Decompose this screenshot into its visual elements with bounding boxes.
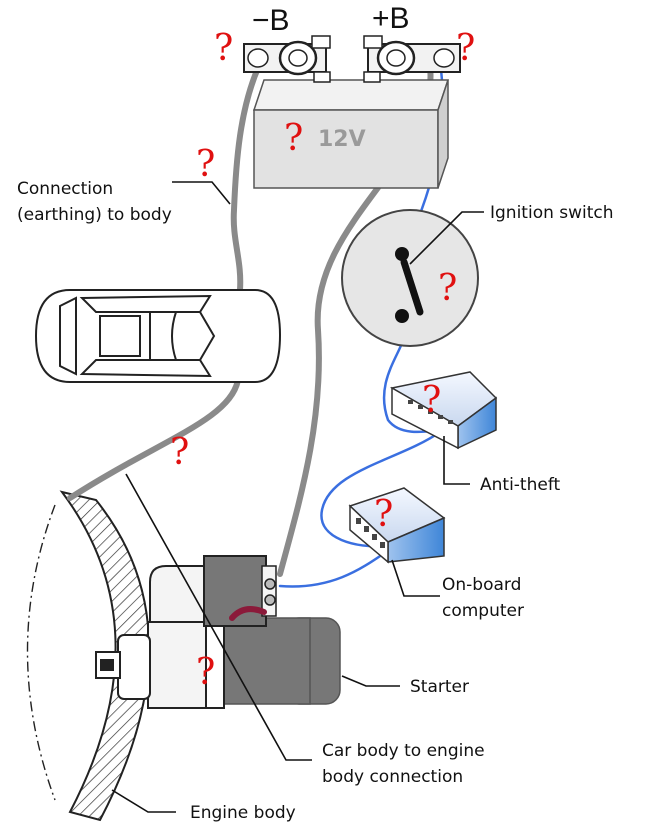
question-mark-battery: ? (284, 118, 303, 159)
leader-lines (111, 181, 484, 813)
question-mark-ignition: ? (438, 268, 457, 309)
body-to-engine-cable (67, 377, 241, 501)
engine-body (26, 490, 150, 822)
question-mark-earthing: ? (196, 144, 215, 185)
label-connection-line1: Connection (17, 179, 113, 199)
car-outline-icon (34, 289, 282, 383)
label-ignition-switch: Ignition switch (490, 203, 614, 223)
question-mark-body-cable: ? (170, 432, 189, 473)
battery-ground-cable (230, 65, 261, 293)
label-onboard-line1: On-board (442, 575, 521, 595)
question-mark-negative: ? (214, 28, 233, 69)
negative-terminal-clamp (243, 35, 331, 83)
positive-terminal-clamp (363, 35, 461, 83)
label-car-engine-line1: Car body to engine (322, 741, 485, 761)
starter-motor (95, 555, 341, 709)
negative-terminal-label: −B (252, 4, 290, 37)
positive-terminal-label: +B (372, 2, 410, 35)
label-starter: Starter (410, 677, 469, 697)
battery-voltage: 12V (318, 127, 366, 152)
label-connection-line2: (earthing) to body (17, 205, 172, 225)
battery: 12V (252, 79, 450, 189)
question-mark-anti-theft: ? (422, 380, 441, 421)
question-mark-starter: ? (196, 652, 215, 693)
label-engine-body: Engine body (190, 803, 296, 823)
anti-theft-module (389, 371, 498, 450)
question-marks: ? ? ? ? ? ? ? ? ? (170, 28, 475, 693)
label-car-engine-line2: body connection (322, 767, 463, 787)
question-mark-positive: ? (456, 28, 475, 69)
onboard-computer-module (348, 487, 446, 564)
ignition-switch (341, 209, 479, 347)
label-anti-theft: Anti-theft (480, 475, 561, 495)
question-mark-onboard: ? (374, 494, 393, 535)
label-onboard-line2: computer (442, 601, 524, 621)
